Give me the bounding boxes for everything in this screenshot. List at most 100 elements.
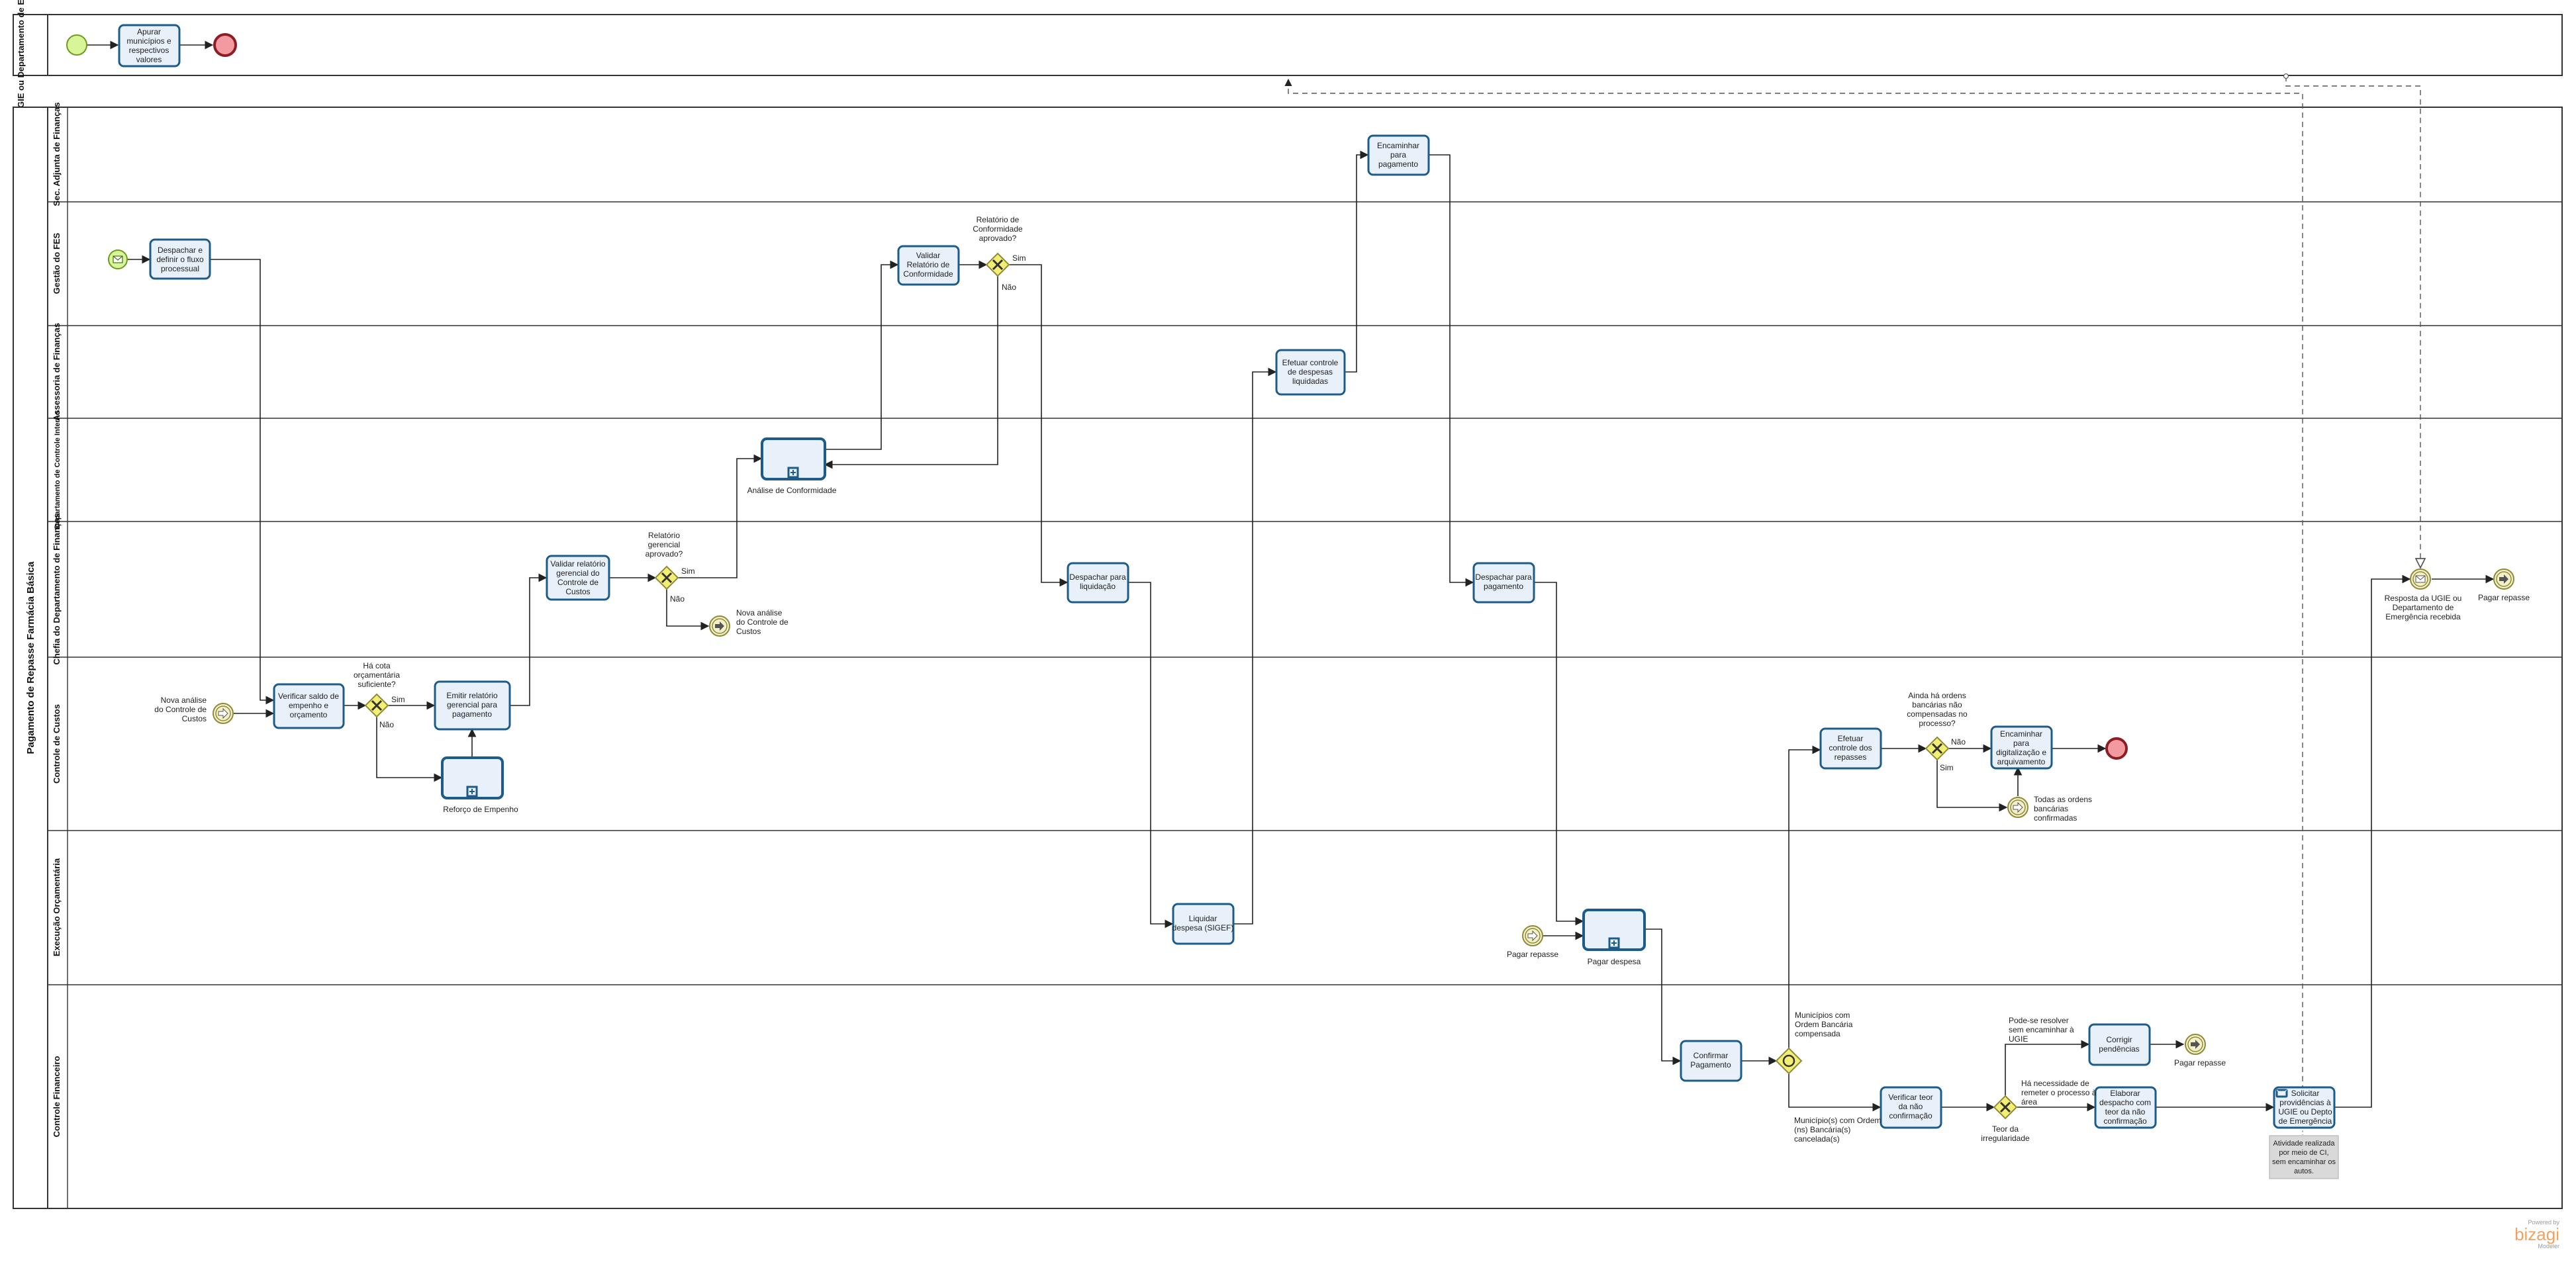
event-todas-ordens bbox=[2007, 797, 2028, 818]
flow-label-sim: Sim bbox=[391, 695, 405, 704]
lane-label-gestao-fes: Gestão do FES bbox=[52, 232, 62, 294]
gateway-municipios-bottom-label: Município(s) com Ordem(ns) Bancária(s)ca… bbox=[1794, 1116, 1881, 1144]
lane-labels: Sec. Adjunta de Finanças Gestão do FES A… bbox=[52, 102, 62, 1137]
end-event-repasses bbox=[2105, 737, 2128, 760]
flow-label-nao: Não bbox=[1951, 737, 1966, 747]
gateway-ordens bbox=[1925, 736, 1950, 761]
flow-label-sim: Sim bbox=[1012, 253, 1026, 263]
pool-top-lane-label: UGIE ou Departamento de Emerg. bbox=[16, 0, 26, 114]
event-nova-analise-custos bbox=[213, 703, 234, 724]
event-pagar-repasse-exec-label: Pagar repasse bbox=[1507, 950, 1558, 959]
lane-label-chefia: Chefia do Departamento de Finanças bbox=[52, 514, 62, 665]
lane-label-controle-custos: Controle de Custos bbox=[52, 704, 62, 784]
lane-label-execucao: Execução Orçamentária bbox=[52, 858, 62, 956]
flow-label-nao: Não bbox=[1002, 283, 1016, 292]
event-pagar-repasse-fin-label: Pagar repasse bbox=[2174, 1058, 2226, 1067]
gateway-municipios bbox=[1775, 1047, 1803, 1075]
event-pagar-repasse-fin bbox=[2185, 1034, 2206, 1055]
expand-icon bbox=[787, 467, 799, 478]
flow-labels: Sim Não Sim Não Sim Não Não Sim Pode-se … bbox=[379, 253, 2097, 1107]
expand-icon bbox=[466, 786, 478, 797]
subprocess-pagar-despesa-label: Pagar despesa bbox=[1588, 957, 1641, 966]
gateway-teor bbox=[1993, 1095, 2018, 1120]
event-pagar-repasse-chefia bbox=[2493, 568, 2514, 590]
watermark-powered-by: Powered by bbox=[2528, 1219, 2559, 1226]
envelope-icon bbox=[2275, 1089, 2288, 1098]
gateway-cota bbox=[364, 693, 389, 718]
event-resposta-ugie bbox=[2410, 568, 2431, 590]
event-pagar-repasse-chefia-label: Pagar repasse bbox=[2478, 593, 2530, 602]
flow-label-sim: Sim bbox=[681, 566, 695, 576]
gateway-conformidade bbox=[985, 252, 1010, 277]
subprocess-analise-label: Análise de Conformidade bbox=[747, 486, 837, 495]
message-flows bbox=[1284, 76, 2420, 1100]
bizagi-logo: bizagi bbox=[2514, 1224, 2559, 1244]
flow-label-nao: Não bbox=[670, 594, 685, 604]
pool-title: Pagamento de Repasse Farmácia Básica bbox=[25, 561, 36, 754]
start-event-top bbox=[66, 34, 87, 56]
flow-label-sim: Sim bbox=[1940, 763, 1954, 772]
lane-dividers bbox=[48, 201, 2562, 985]
gateway-gerencial bbox=[654, 565, 679, 590]
subprocess-reforco-label: Reforço de Empenho bbox=[443, 805, 518, 814]
event-pagar-repasse-exec bbox=[1522, 925, 1543, 946]
subprocess-pagar-despesa[interactable] bbox=[1582, 909, 1646, 951]
pool-top: UGIE ou Departamento de Emerg. bbox=[13, 0, 2563, 114]
subprocess-analise-conformidade[interactable] bbox=[761, 437, 826, 480]
flow-label-nao: Não bbox=[379, 720, 394, 729]
watermark-modeler: Modeler bbox=[2538, 1243, 2559, 1249]
pool-main: Pagamento de Repasse Farmácia Básica bbox=[13, 107, 2563, 1209]
sequence-flows bbox=[87, 40, 2495, 1112]
end-event-top bbox=[213, 33, 237, 57]
expand-icon bbox=[1608, 937, 1620, 949]
subprocess-reforco-empenho[interactable] bbox=[441, 756, 504, 799]
